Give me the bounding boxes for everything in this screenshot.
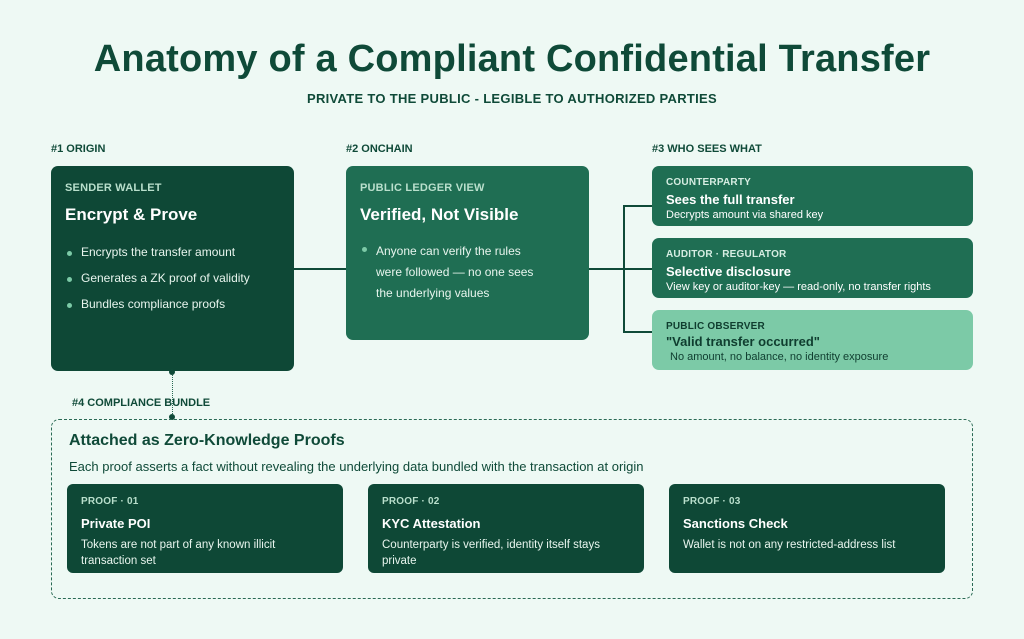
compliance-bundle-container <box>51 419 973 599</box>
card-title: Selective disclosure <box>666 264 792 279</box>
connector-dot <box>169 414 175 420</box>
bundle-title: Attached as Zero-Knowledge Proofs <box>69 432 345 449</box>
card-title: Sees the full transfer <box>666 192 795 207</box>
card-kicker: PUBLIC OBSERVER <box>666 321 765 332</box>
card-description: View key or auditor-key — read-only, no … <box>666 281 931 293</box>
sender-wallet-card: SENDER WALLET Encrypt & Prove Encrypts t… <box>51 166 294 371</box>
proof-card-private-poi: PROOF · 01 Private POI Tokens are not pa… <box>67 484 343 573</box>
auditor-card: AUDITOR · REGULATOR Selective disclosure… <box>652 238 973 298</box>
card-kicker: AUDITOR · REGULATOR <box>666 249 787 260</box>
connector-dot <box>169 369 175 375</box>
proof-title: Private POI <box>81 516 151 531</box>
proof-description: Tokens are not part of any known illicit… <box>81 539 276 567</box>
card-description: No amount, no balance, no identity expos… <box>670 351 889 363</box>
proof-title: Sanctions Check <box>683 516 788 531</box>
proof-card-kyc: PROOF · 02 KYC Attestation Counterparty … <box>368 484 644 573</box>
card-kicker: PUBLIC LEDGER VIEW <box>360 182 485 194</box>
page-title: Anatomy of a Compliant Confidential Tran… <box>93 38 931 80</box>
section-label-onchain: #2 ONCHAIN <box>346 143 413 155</box>
card-kicker: COUNTERPARTY <box>666 177 751 188</box>
page-subtitle: PRIVATE TO THE PUBLIC - LEGIBLE TO AUTHO… <box>306 91 717 106</box>
proof-kicker: PROOF · 01 <box>81 496 139 507</box>
proof-kicker: PROOF · 03 <box>683 496 741 507</box>
list-item: Generates a ZK proof of validity <box>65 271 280 285</box>
card-title: "Valid transfer occurred" <box>666 334 820 349</box>
connector-line <box>589 268 624 270</box>
connector-line <box>623 205 652 207</box>
section-label-who-sees: #3 WHO SEES WHAT <box>652 143 762 155</box>
public-ledger-card: PUBLIC LEDGER VIEW Verified, Not Visible… <box>346 166 589 340</box>
counterparty-card: COUNTERPARTY Sees the full transfer Decr… <box>652 166 973 226</box>
card-title: Verified, Not Visible <box>360 205 519 224</box>
proof-description: Counterparty is verified, identity itsel… <box>382 539 600 567</box>
section-label-origin: #1 ORIGIN <box>51 143 106 155</box>
list-item: Bundles compliance proofs <box>65 297 280 311</box>
proof-card-sanctions: PROOF · 03 Sanctions Check Wallet is not… <box>669 484 945 573</box>
card-description: Decrypts amount via shared key <box>666 209 824 221</box>
list-item: Encrypts the transfer amount <box>65 245 280 259</box>
card-kicker: SENDER WALLET <box>65 182 162 194</box>
dotted-connector <box>172 371 173 418</box>
onchain-bullet-list: Anyone can verify the rules were followe… <box>360 241 540 304</box>
proof-description: Wallet is not on any restricted-address … <box>683 539 896 551</box>
public-observer-card: PUBLIC OBSERVER "Valid transfer occurred… <box>652 310 973 370</box>
list-item: Anyone can verify the rules were followe… <box>360 241 540 304</box>
origin-bullet-list: Encrypts the transfer amount Generates a… <box>65 245 280 311</box>
proof-title: KYC Attestation <box>382 516 481 531</box>
proof-kicker: PROOF · 02 <box>382 496 440 507</box>
connector-line <box>623 331 652 333</box>
connector-line <box>294 268 346 270</box>
section-label-compliance-bundle: #4 COMPLIANCE BUNDLE <box>72 397 211 409</box>
bundle-description: Each proof asserts a fact without reveal… <box>69 459 644 474</box>
card-title: Encrypt & Prove <box>65 205 198 224</box>
connector-line <box>623 268 652 270</box>
